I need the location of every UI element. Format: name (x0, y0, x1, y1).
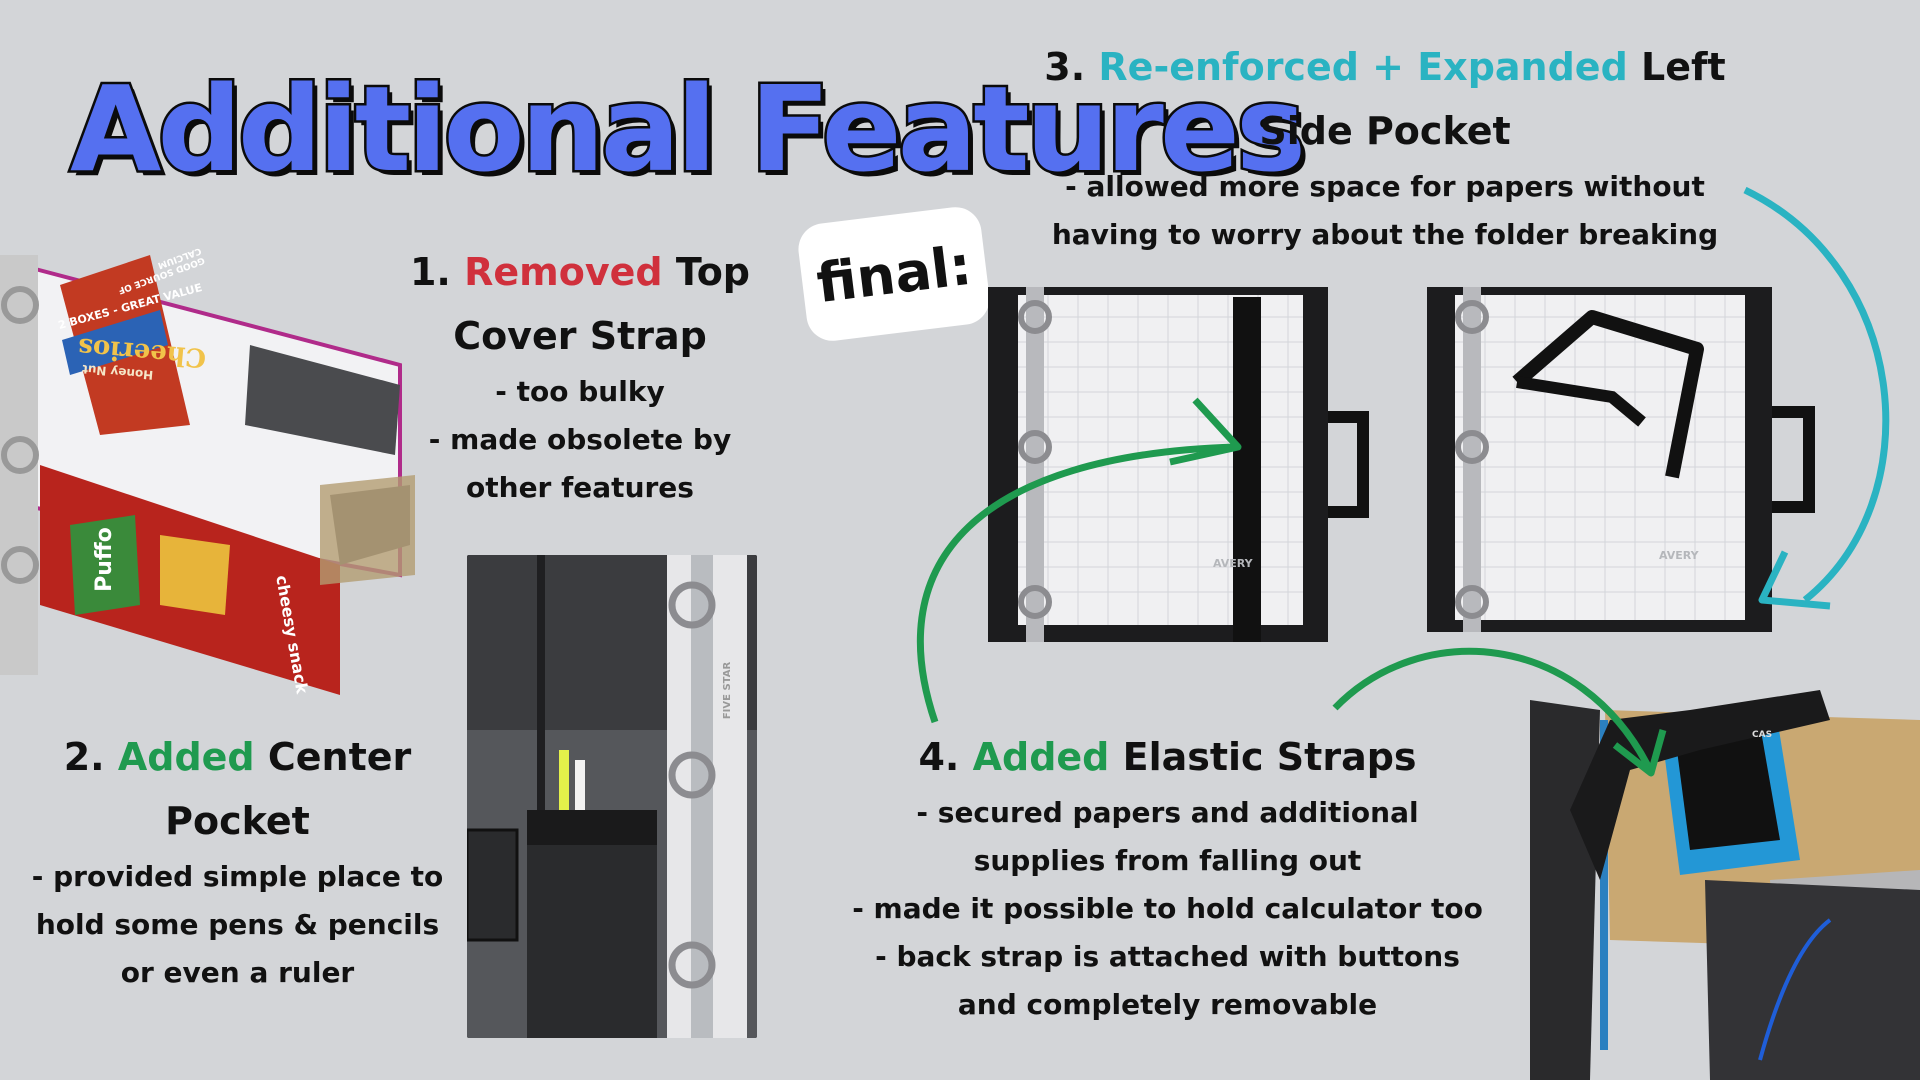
section-2-note: - provided simple place to (31, 860, 444, 893)
photo-center-pocket: FIVE STAR (467, 555, 757, 1038)
center-pocket-illustration (467, 555, 757, 1038)
section-4-note: supplies from falling out (973, 844, 1362, 877)
section-1: 1. Removed Top Cover Strap - too bulky -… (400, 240, 760, 512)
section-1-heading-line2: Cover Strap (453, 314, 707, 358)
folder-brand-text: AVERY (1213, 557, 1253, 570)
section-4-note: - secured papers and additional (916, 796, 1419, 829)
section-3-heading-line2: Side Pocket (1259, 109, 1511, 153)
binder-calculator-illustration (1530, 690, 1920, 1080)
section-3-highlight: Re-enforced + Expanded (1098, 45, 1628, 89)
page-title: Additional Features (67, 58, 1308, 201)
section-1-heading: 1. Removed Top (409, 250, 751, 294)
final-badge-label: final: (813, 233, 975, 315)
section-2: 2. Added Center Pocket - provided simple… (30, 725, 445, 997)
section-4-note: and completely removable (957, 988, 1378, 1021)
section-4-note: - made it possible to hold calculator to… (852, 892, 1483, 925)
section-2-heading-line2: Pocket (165, 799, 310, 843)
section-4-note: - back strap is attached with buttons (875, 940, 1460, 973)
section-1-note: - made obsolete by (428, 423, 732, 456)
photo-binder-calculator: CAS (1530, 690, 1920, 1080)
folder-brand-text: AVERY (1659, 549, 1699, 562)
section-4-highlight: Added (972, 735, 1110, 779)
binder-cereal-illustration (0, 255, 415, 695)
photo-binder-with-strap: AVERY (988, 287, 1388, 647)
binder-strap-illustration (988, 287, 1369, 642)
section-1-note: - too bulky (495, 375, 665, 408)
binder-strap-removed-illustration (1427, 287, 1815, 632)
section-3-note: having to worry about the folder breakin… (1051, 218, 1719, 251)
section-2-heading: 2. Added Center (63, 735, 412, 779)
calculator-label: CAS (1752, 730, 1773, 740)
photo-binder-cereal-cover: Cheerios Honey Nut 2 BOXES - GREAT VALUE… (0, 245, 420, 715)
section-2-note: or even a ruler (120, 956, 355, 989)
section-1-highlight: Removed (464, 250, 663, 294)
section-2-note: hold some pens & pencils (35, 908, 440, 941)
section-4: 4. Added Elastic Straps - secured papers… (840, 725, 1495, 1029)
section-3-heading: 3. Re-enforced + Expanded Left (1044, 45, 1726, 89)
section-3: 3. Re-enforced + Expanded Left Side Pock… (1040, 35, 1730, 259)
crackers-brand-text: Puffo (91, 527, 117, 592)
section-4-heading: 4. Added Elastic Straps (918, 735, 1417, 779)
photo-binder-strap-removed: AVERY (1427, 287, 1817, 647)
section-3-note: - allowed more space for papers without (1065, 170, 1705, 203)
final-badge: final: (795, 204, 993, 344)
binder-spine-text: FIVE STAR (722, 661, 734, 720)
section-1-note: other features (466, 471, 694, 504)
section-2-highlight: Added (117, 735, 255, 779)
